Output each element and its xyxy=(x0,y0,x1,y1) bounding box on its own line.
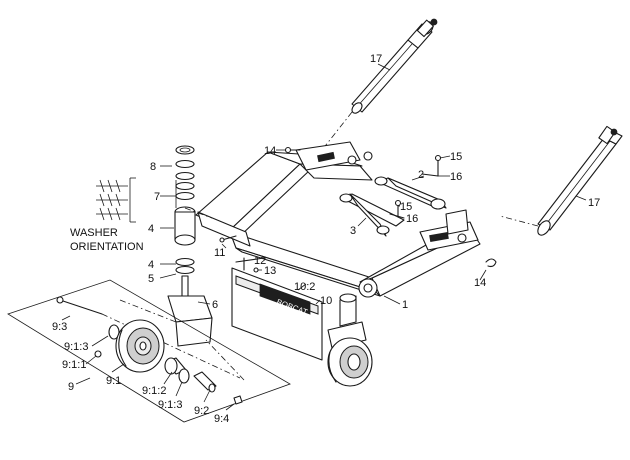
callout-9-3: 9:3 xyxy=(52,321,67,333)
callout-4-upper: 4 xyxy=(148,223,154,235)
callout-17-top: 17 xyxy=(370,53,382,65)
callout-13: 13 xyxy=(264,265,276,277)
front-caster-wheel xyxy=(327,321,373,387)
callout-labels: 17 17 14 14 15 15 16 16 2 3 8 7 4 4 5 6 … xyxy=(52,53,600,425)
callout-12: 12 xyxy=(254,255,266,267)
callout-17-right: 17 xyxy=(588,197,600,209)
front-plate: BOBCAT xyxy=(231,267,323,361)
hydraulic-cylinder-right xyxy=(499,125,623,236)
main-frame xyxy=(195,141,481,327)
callout-3: 3 xyxy=(350,225,356,237)
wheel-assembly xyxy=(7,279,291,423)
callout-9: 9 xyxy=(68,381,74,393)
callout-14-bottom: 14 xyxy=(474,277,486,289)
callout-16-top: 16 xyxy=(450,171,462,183)
callout-9-1-2: 9:1:2 xyxy=(142,385,166,397)
callout-2: 2 xyxy=(418,169,424,181)
callout-9-4: 9:4 xyxy=(214,413,229,425)
washer-note-line2: ORIENTATION xyxy=(70,241,144,253)
callout-14-top: 14 xyxy=(264,145,276,157)
caster-stack xyxy=(159,145,213,347)
callout-9-1: 9:1 xyxy=(106,375,121,387)
callout-9-1-1: 9:1:1 xyxy=(62,359,86,371)
hydraulic-cylinder-top xyxy=(321,18,438,151)
callout-9-2: 9:2 xyxy=(194,405,209,417)
callout-9-1-3-lower: 9:1:3 xyxy=(158,399,182,411)
callout-15-top: 15 xyxy=(450,151,462,163)
callout-10-2: 10:2 xyxy=(294,281,315,293)
washer-orientation-note: WASHER ORIENTATION xyxy=(70,227,144,253)
callout-8: 8 xyxy=(150,161,156,173)
bracket-hardware xyxy=(219,235,265,273)
washer-orientation-symbol xyxy=(96,177,136,223)
callout-15-mid: 15 xyxy=(400,201,412,213)
callout-5: 5 xyxy=(148,273,154,285)
callout-4-lower: 4 xyxy=(148,259,154,271)
washer-note-line1: WASHER xyxy=(70,227,118,239)
callout-16-mid: 16 xyxy=(406,213,418,225)
callout-6: 6 xyxy=(212,299,218,311)
callout-10: 10 xyxy=(320,295,332,307)
callout-9-1-3-upper: 9:1:3 xyxy=(64,341,88,353)
hardware-pins xyxy=(276,146,497,281)
callout-7: 7 xyxy=(154,191,160,203)
callout-11: 11 xyxy=(214,247,225,259)
callout-1: 1 xyxy=(402,299,408,311)
linkage-arms xyxy=(339,175,447,237)
